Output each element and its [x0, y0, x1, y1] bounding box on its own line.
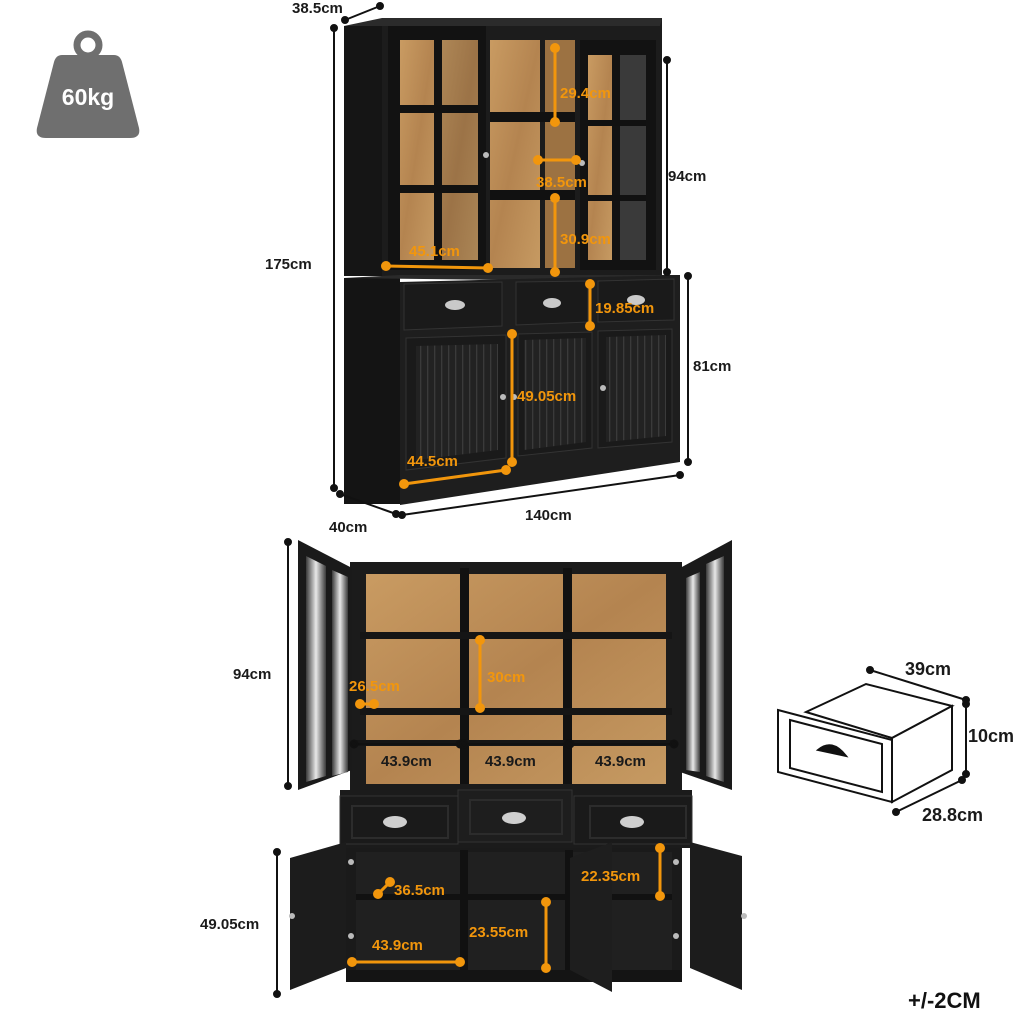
dim-base-height: 81cm [693, 358, 731, 375]
dim-door-width: 45.1cm [409, 243, 460, 260]
drawer-diagram [777, 682, 955, 804]
dim-cabinet-height: 49.05cm [517, 388, 576, 405]
dim-bay-width-3: 43.9cm [595, 753, 646, 770]
open-cabinet [289, 540, 747, 992]
right-glass-door [580, 40, 656, 270]
dim-total-height: 175cm [265, 256, 312, 273]
top-dimension-lines [330, 2, 692, 519]
dim-open-cabinet-height: 49.05cm [200, 916, 259, 933]
dim-top-depth: 38.5cm [292, 0, 343, 17]
dim-bay-width-2: 43.9cm [485, 753, 536, 770]
dim-lower-shelf-height: 30.9cm [560, 231, 611, 248]
open-drawers [339, 789, 693, 845]
dim-upper-shelf-height: 29.4cm [560, 85, 611, 102]
weight-badge: 60kg [36, 30, 140, 138]
closed-cabinet [344, 18, 680, 505]
dim-lower-shelf-height: 23.55cm [469, 924, 528, 941]
dim-open-cabinet-width: 43.9cm [372, 937, 423, 954]
dim-cabinet-depth: 36.5cm [394, 882, 445, 899]
drawer-dimension-lines [866, 666, 970, 816]
open-lower-doors [289, 842, 747, 992]
dim-drawer-height: 19.85cm [595, 300, 654, 317]
dim-middle-width: 38.5cm [536, 174, 587, 191]
weight-ring [73, 30, 103, 60]
open-left-glass-door [298, 540, 352, 790]
open-inner-dimension-lines [347, 635, 665, 973]
dim-base-depth: 40cm [329, 519, 367, 536]
closed-cabinet-doors [405, 328, 673, 471]
open-right-glass-door [680, 540, 732, 790]
dim-cabinet-width: 44.5cm [407, 453, 458, 470]
left-glass-door [388, 26, 486, 270]
dim-upper-cab-shelf-height: 22.35cm [581, 868, 640, 885]
dim-hutch-height: 94cm [668, 168, 706, 185]
dim-open-hutch-height: 94cm [233, 666, 271, 683]
tolerance-note: +/-2CM [908, 988, 981, 1013]
weight-icon [36, 55, 140, 138]
top-inner-dimension-lines [381, 43, 595, 489]
drawer-front [777, 708, 893, 804]
dim-bay-width-1: 43.9cm [381, 753, 432, 770]
open-dimension-lines [273, 538, 679, 998]
drawer-handle-icon [815, 744, 849, 758]
dim-total-width: 140cm [525, 507, 572, 524]
weight-label: 60kg [62, 84, 114, 110]
dim-shelf-depth: 26.5cm [349, 678, 400, 695]
dim-shelf-gap: 30cm [487, 669, 525, 686]
dim-drawer-depth: 28.8cm [922, 805, 983, 825]
closed-drawers [403, 278, 675, 331]
dim-drawer-height: 10cm [968, 726, 1014, 746]
dim-drawer-width: 39cm [905, 659, 951, 679]
